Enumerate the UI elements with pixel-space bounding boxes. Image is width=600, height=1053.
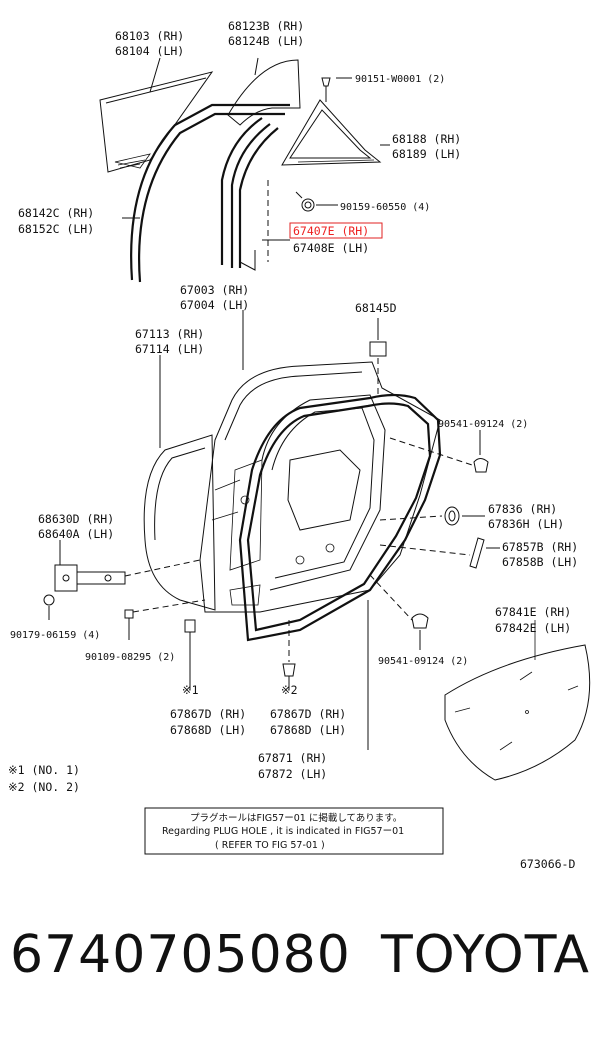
label-68189: 68189 (LH) bbox=[392, 147, 461, 161]
mark-2: ※2 bbox=[281, 683, 298, 697]
label-68640a: 68640A (LH) bbox=[38, 527, 114, 541]
clip-68145d-icon bbox=[369, 318, 387, 395]
label-90541-lower: 90541-09124 (2) bbox=[378, 656, 468, 667]
label-68145d: 68145D bbox=[355, 301, 397, 315]
label-68152c: 68152C (LH) bbox=[18, 222, 94, 236]
bolt-90179-icon bbox=[43, 594, 55, 620]
label-90179: 90179-06159 (4) bbox=[10, 630, 100, 641]
label-67841e: 67841E (RH) bbox=[495, 605, 571, 619]
label-67003: 67003 (RH) bbox=[180, 283, 249, 297]
door-glass bbox=[99, 71, 214, 173]
label-67857b: 67857B (RH) bbox=[502, 540, 578, 554]
mark-1: ※1 bbox=[182, 683, 199, 697]
label-67408e: 67408E (LH) bbox=[293, 241, 369, 255]
label-67004: 67004 (LH) bbox=[180, 298, 249, 312]
tape-67857b-icon bbox=[469, 537, 485, 569]
hinge-icon bbox=[54, 564, 126, 592]
division-bar bbox=[130, 103, 290, 283]
label-68103: 68103 (RH) bbox=[115, 29, 184, 43]
label-68142c: 68142C (RH) bbox=[18, 206, 94, 220]
label-67871: 67871 (RH) bbox=[258, 751, 327, 765]
door-weatherstrip bbox=[238, 393, 442, 642]
note-box: プラグホールはFIG57ー01 に掲載してあります。 Regarding PLU… bbox=[144, 807, 444, 855]
label-67113: 67113 (RH) bbox=[135, 327, 204, 341]
highlight-box bbox=[289, 222, 383, 239]
door-outer-skin bbox=[143, 434, 216, 611]
label-68124b: 68124B (LH) bbox=[228, 34, 304, 48]
label-67836: 67836 (RH) bbox=[488, 502, 557, 516]
legend-1: ※1 (NO. 1) bbox=[8, 763, 80, 777]
label-67872: 67872 (LH) bbox=[258, 767, 327, 781]
clip-67867d-1-icon bbox=[184, 619, 196, 690]
bolt-90159-icon bbox=[295, 191, 315, 212]
grommet-upper-icon bbox=[473, 458, 489, 473]
seal-67836-icon bbox=[444, 506, 460, 526]
label-67867d-2: 67867D (RH) bbox=[270, 707, 346, 721]
label-67836h: 67836H (LH) bbox=[488, 517, 564, 531]
clip-67867d-2-icon bbox=[282, 663, 296, 690]
label-68630d: 68630D (RH) bbox=[38, 512, 114, 526]
label-67868d-2: 67868D (LH) bbox=[270, 723, 346, 737]
label-68188: 68188 (RH) bbox=[392, 132, 461, 146]
note-en: Regarding PLUG HOLE , it is indicated in… bbox=[162, 826, 404, 837]
label-67868d-1: 67868D (LH) bbox=[170, 723, 246, 737]
label-67407e: 67407E (RH) bbox=[293, 224, 369, 238]
legend-2: ※2 (NO. 2) bbox=[8, 780, 80, 794]
door-panel bbox=[199, 361, 441, 613]
label-67867d-1: 67867D (RH) bbox=[170, 707, 246, 721]
grommet-lower-icon bbox=[411, 613, 429, 629]
label-68104: 68104 (LH) bbox=[115, 44, 184, 58]
footer: 6740705080 TOYOTA bbox=[0, 925, 600, 1025]
note-ref: ( REFER TO FIG 57-01 ) bbox=[215, 840, 325, 851]
screw-90151-icon bbox=[321, 77, 331, 102]
quarter-window bbox=[281, 99, 382, 166]
run-channel bbox=[227, 57, 301, 126]
parts-diagram: 68103 (RH) 68104 (LH) 68123B (RH) 68124B… bbox=[8, 19, 591, 871]
label-68123b: 68123B (RH) bbox=[228, 19, 304, 33]
label-67114: 67114 (LH) bbox=[135, 342, 204, 356]
label-90159: 90159-60550 (4) bbox=[340, 202, 430, 213]
note-jp: プラグホールはFIG57ー01 に掲載してあります。 bbox=[190, 812, 402, 824]
part-number: 6740705080 bbox=[10, 925, 351, 985]
label-67842e: 67842E (LH) bbox=[495, 621, 571, 635]
bolt-90109-icon bbox=[124, 609, 134, 640]
label-90541-upper: 90541-09124 (2) bbox=[438, 419, 528, 430]
brand-name: TOYOTA bbox=[381, 925, 590, 985]
service-hole-cover bbox=[444, 620, 591, 781]
label-67858b: 67858B (LH) bbox=[502, 555, 578, 569]
label-90109: 90109-08295 (2) bbox=[85, 652, 175, 663]
figure-code: 673066-D bbox=[520, 857, 575, 871]
label-90151: 90151-W0001 (2) bbox=[355, 74, 445, 85]
